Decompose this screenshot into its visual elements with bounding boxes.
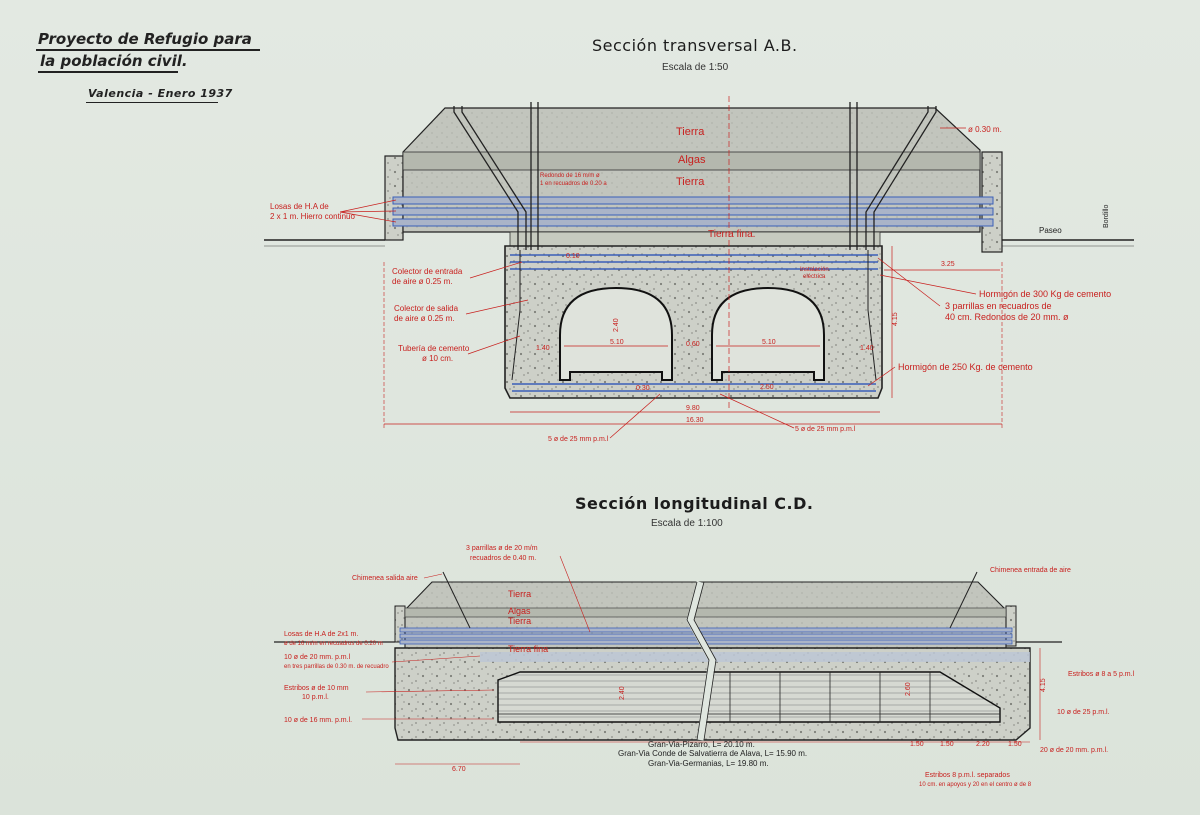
air-pipe-right-outer xyxy=(865,106,929,250)
title-underline-1 xyxy=(36,49,260,51)
label-losas: Losas de H.A de xyxy=(270,202,329,211)
date-underline xyxy=(86,102,218,103)
label-redondo: Redondo de 16 m/m ø xyxy=(540,173,600,179)
long-layer-algas: Algas xyxy=(508,606,531,616)
dim-030: 0.30 xyxy=(636,385,650,392)
dim-510-left: 5.10 xyxy=(610,339,624,346)
label-colector-salida: Colector de salida xyxy=(394,304,459,313)
dim-long-670: 6.70 xyxy=(452,766,466,773)
street-3: Gran-Via-Germanias, L= 19.80 m. xyxy=(648,759,769,768)
dim-long-220: 2.20 xyxy=(976,741,990,748)
long-layer-tierra-mid: Tierra xyxy=(508,616,531,626)
project-title-line2: la población civil. xyxy=(40,52,188,70)
label-redondo-2: 1 en recuadros de 0.20 a xyxy=(540,181,607,187)
label-colector-entrada: Colector de entrada xyxy=(392,267,463,276)
layer-tierra-mid: Tierra xyxy=(676,176,705,188)
bottom-section-title: Sección longitudinal C.D. xyxy=(575,494,814,513)
dim-240: 2.40 xyxy=(613,318,620,332)
label-losas-2: 2 x 1 m. Hierro continuo xyxy=(270,212,355,221)
label-10-bars-16: 10 ø de 16 mm. p.m.l. xyxy=(284,717,352,724)
label-estribos-2: 10 p.m.l. xyxy=(302,694,329,701)
dim-415: 4.15 xyxy=(892,312,899,326)
dim-long-150b: 1.50 xyxy=(940,741,954,748)
label-colector-salida-2: de aire ø 0.25 m. xyxy=(394,314,454,323)
label-5-bars-left: 5 ø de 25 mm p.m.l xyxy=(548,436,609,443)
label-parrillas: 3 parrillas en recuadros de xyxy=(945,301,1052,311)
label-estribos: Estribos ø de 10 mm xyxy=(284,685,349,692)
label-10-bars-20-2: en tres parrillas de 0.30 m. de recuadro xyxy=(284,664,389,670)
slab-2 xyxy=(392,207,994,216)
label-losas-long-2: ø de 16 m/m en recuadros de 0.20 m xyxy=(284,641,383,647)
air-pipe-left-outer xyxy=(453,106,519,250)
label-chimenea-entrada: Chimenea entrada de aire xyxy=(990,567,1071,574)
street-1: Gran-Via-Pizarro, L= 20.10 m. xyxy=(648,740,755,749)
street-2: Gran-Via Conde de Salvatierra de Alava, … xyxy=(618,749,807,758)
layer-tierra-fina: Tierra fina. xyxy=(708,229,755,240)
algae-layer xyxy=(402,151,981,171)
dim-980: 9.80 xyxy=(686,405,700,412)
top-section-title: Sección transversal A.B. xyxy=(592,36,798,55)
transversal-section: Tierra Algas Tierra Tierra fina. Losas d… xyxy=(264,96,1134,443)
label-colector-entrada-2: de aire ø 0.25 m. xyxy=(392,277,452,286)
label-tuberia: Tubería de cemento xyxy=(398,344,470,353)
label-chimenea-salida: Chimenea salida aire xyxy=(352,575,418,582)
label-estribos-sep: Estribos 8 p.m.l. separados xyxy=(925,772,1010,779)
dim-long-415: 4.15 xyxy=(1040,678,1047,692)
dim-long-240: 2.40 xyxy=(619,686,626,700)
chimney-inlet xyxy=(949,571,978,629)
project-title-line1: Proyecto de Refugio para xyxy=(38,30,252,48)
label-hormigon-250: Hormigón de 250 Kg. de cemento xyxy=(898,362,1033,372)
chimney-exit xyxy=(442,571,471,629)
label-instalacion: Instalación xyxy=(800,267,829,273)
label-estribos-sep-2: 10 cm. en apoyos y 20 en el centro ø de … xyxy=(919,782,1032,788)
longitudinal-section: Tierra Algas Tierra Tierra fina 3 parril… xyxy=(274,545,1135,788)
slab-3 xyxy=(392,218,994,227)
long-layer-tierra-fina: Tierra fina xyxy=(508,644,548,654)
dim-long-150c: 1.50 xyxy=(1008,741,1022,748)
top-section-scale: Escala de 1:50 xyxy=(662,62,729,73)
longitudinal-gallery xyxy=(497,671,1001,723)
label-20-bars-20: 20 ø de 20 mm. p.m.l. xyxy=(1040,747,1108,754)
tunnel-left xyxy=(559,286,673,381)
project-date: Valencia - Enero 1937 xyxy=(88,87,233,100)
dim-010: 0.10 xyxy=(566,253,580,260)
label-paseo: Paseo xyxy=(1039,226,1062,235)
fine-earth-layer xyxy=(509,231,881,247)
title-underline-2 xyxy=(38,71,178,73)
label-5-bars-right: 5 ø de 25 mm p.m.l xyxy=(795,426,856,433)
label-instalacion-2: eléctrica xyxy=(803,274,826,280)
dim-long-260: 2.60 xyxy=(905,682,912,696)
dim-1630: 16.30 xyxy=(686,417,704,424)
label-10-bars-20: 10 ø de 20 mm. p.m.l xyxy=(284,654,351,661)
dim-long-150a: 1.50 xyxy=(910,741,924,748)
label-parrillas-long: 3 parrillas ø de 20 m/m xyxy=(466,545,538,552)
slab-1 xyxy=(392,196,994,205)
label-hormigon-300: Hormigón de 300 Kg de cemento xyxy=(979,289,1111,299)
label-tuberia-2: ø 10 cm. xyxy=(422,354,453,363)
long-layer-tierra-top: Tierra xyxy=(508,589,531,599)
layer-algas: Algas xyxy=(678,154,706,166)
tunnel-right xyxy=(711,286,825,381)
label-parrillas-long-2: recuadros de 0.40 m. xyxy=(470,555,536,562)
dim-140-left: 1.40 xyxy=(536,345,550,352)
dim-325: 3.25 xyxy=(941,261,955,268)
label-parrillas-2: 40 cm. Redondos de 20 mm. ø xyxy=(945,312,1069,322)
label-10-bars-25: 10 ø de 25 p.m.l. xyxy=(1057,709,1110,716)
dim-060: 0.60 xyxy=(686,341,700,348)
label-diam: ø 0.30 m. xyxy=(968,125,1002,134)
dim-510-right: 5.10 xyxy=(762,339,776,346)
break-line xyxy=(686,581,716,741)
label-estribos-8: Estribos ø 8 a 5 p.m.l xyxy=(1068,671,1135,678)
bottom-section-scale: Escala de 1:100 xyxy=(651,518,723,529)
label-bordillo: Bordillo xyxy=(1103,205,1110,228)
dim-250: 2.50 xyxy=(760,384,774,391)
layer-tierra-top: Tierra xyxy=(676,126,705,138)
dim-140-right: 1.40 xyxy=(860,345,874,352)
label-losas-long: Losas de H.A de 2x1 m. xyxy=(284,631,358,638)
